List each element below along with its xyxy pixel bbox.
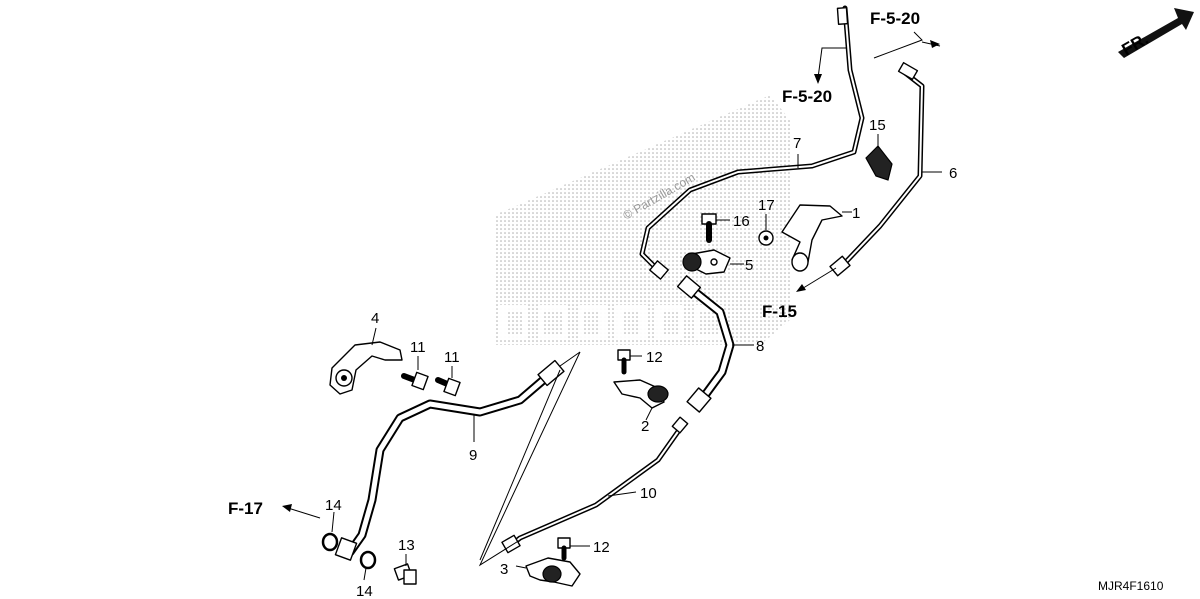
callout-6: 6 [949, 165, 957, 182]
clip-15 [865, 145, 893, 181]
brake-pipe-6 [829, 61, 925, 277]
bolt-12-b [557, 537, 571, 561]
callout-4: 4 [371, 310, 379, 327]
brake-pipe-7 [639, 5, 865, 280]
leader-lines [331, 134, 942, 581]
callout-1: 1 [852, 205, 860, 222]
callout-9: 9 [469, 447, 477, 464]
callout-14-b: 14 [356, 583, 373, 599]
callout-5: 5 [745, 257, 753, 274]
bolt-13 [393, 563, 417, 585]
bolt-12-a [617, 349, 631, 375]
bolt-11-a [401, 371, 429, 391]
callout-15: 15 [869, 117, 886, 134]
reference-arrows [282, 31, 941, 519]
ref-f-15: F-15 [762, 302, 797, 321]
callout-12-b: 12 [593, 539, 610, 556]
callout-14-a: 14 [325, 497, 342, 514]
callout-11-a: 11 [410, 339, 426, 356]
brake-hose-9 [334, 351, 581, 561]
ref-f-5-20-top: F-5-20 [870, 9, 920, 28]
bolt-11-b [435, 377, 461, 397]
callout-13: 13 [398, 537, 415, 554]
washer-14-a [321, 532, 339, 552]
callout-2: 2 [641, 418, 649, 435]
ref-f-17: F-17 [228, 499, 263, 518]
callout-10: 10 [640, 485, 657, 502]
callout-12-a: 12 [646, 349, 663, 366]
bracket-1 [781, 204, 843, 272]
callout-7: 7 [793, 135, 801, 152]
callout-3: 3 [500, 561, 508, 578]
ref-f-5-20-mid: F-5-20 [782, 87, 832, 106]
diagram-code: MJR4F1610 [1098, 579, 1164, 593]
callout-17: 17 [758, 197, 775, 214]
background-logo-watermark [495, 95, 790, 345]
washer-14-b [359, 550, 377, 570]
bracket-4 [329, 341, 403, 395]
brake-pipe-10 [501, 416, 689, 554]
clamp-5 [682, 249, 731, 275]
junction-leader [478, 351, 581, 567]
callout-11-b: 11 [444, 349, 460, 366]
callout-8: 8 [756, 338, 764, 355]
clamp-3 [525, 557, 581, 587]
callouts: 1 2 3 4 5 6 7 8 9 10 11 11 12 12 13 14 1… [325, 117, 957, 599]
reference-labels: F-5-20 F-5-20 F-15 F-17 [228, 9, 920, 518]
brake-hose-8 [676, 275, 735, 413]
front-direction-arrow: FR. [1118, 8, 1194, 59]
clamp-2 [613, 379, 669, 409]
bolt-16 [701, 213, 717, 243]
callout-16: 16 [733, 213, 750, 230]
nut-17 [758, 230, 774, 246]
